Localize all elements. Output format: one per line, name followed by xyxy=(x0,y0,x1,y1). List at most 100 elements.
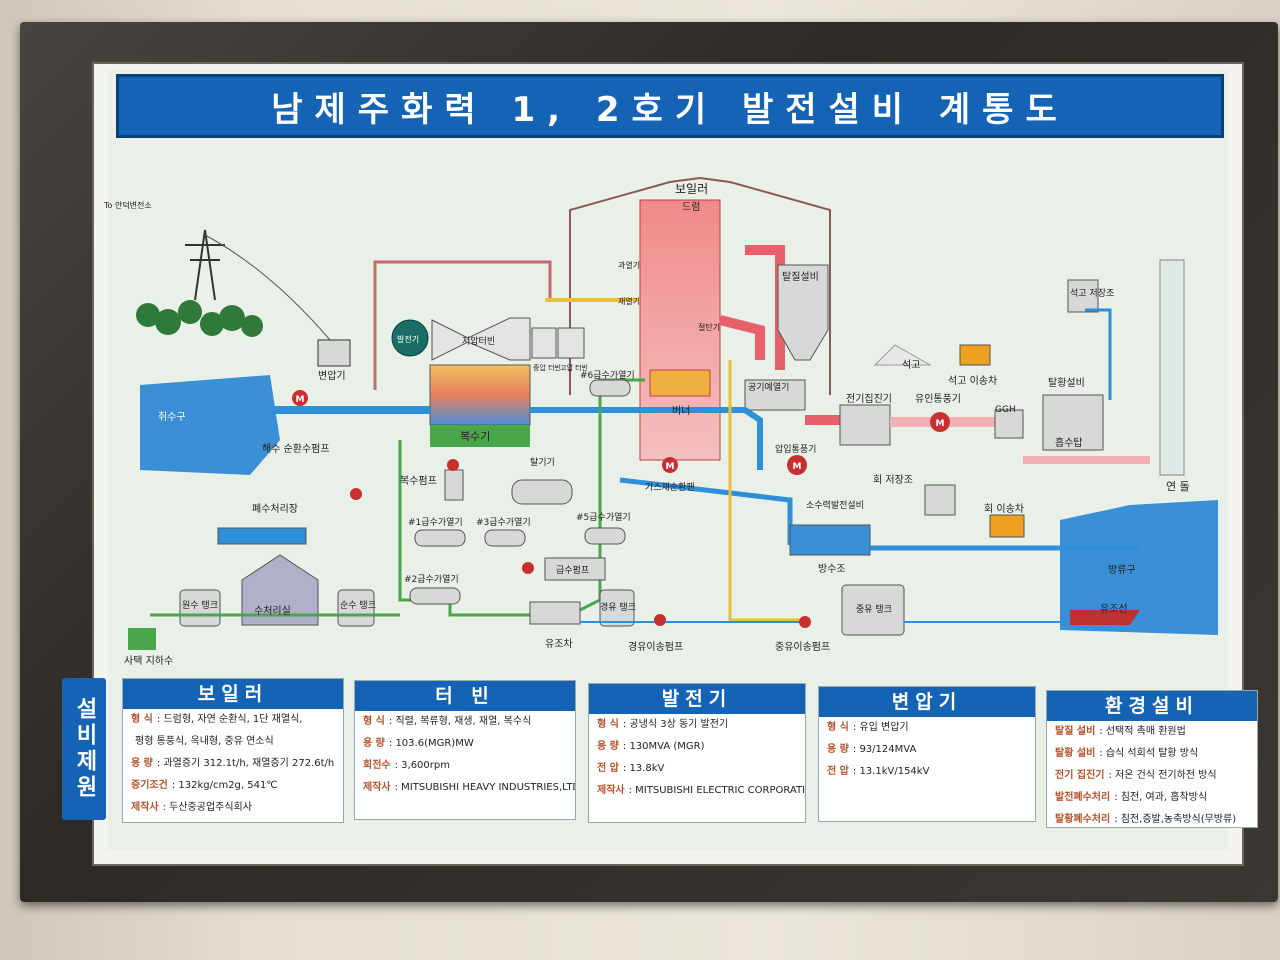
label-gas-recirc-fan: 가스재순환팬 xyxy=(645,481,695,493)
discharge-tank-icon xyxy=(789,524,871,556)
steam-line-upper xyxy=(373,260,552,390)
label-lp-turbine: 저압터빈 xyxy=(462,335,495,347)
id-fan-icon xyxy=(930,412,950,432)
transformer-icon xyxy=(317,339,351,367)
tanker-icon xyxy=(1070,610,1140,625)
heater3-icon xyxy=(484,529,526,547)
label-heater2: #2급수가열기 xyxy=(404,574,459,585)
spec-transformer: 변압기 형 식: 유입 변압기 용 량: 93/124MVA 전 압: 13.1… xyxy=(818,686,1036,822)
absorber-icon xyxy=(1042,394,1104,451)
spec-row: 용 량: 103.6(MGR)MW xyxy=(363,738,474,749)
gypsum-truck-icon xyxy=(959,344,991,366)
spec-side-label-text: 설비제원 xyxy=(72,697,97,801)
label-drum: 드럼 xyxy=(682,200,700,213)
spec-turbine-header: 터 빈 xyxy=(355,681,575,711)
air-preheater-icon xyxy=(744,379,806,411)
outlet-sea xyxy=(1060,500,1218,635)
label-gypsum-store: 석고 저장조 xyxy=(1070,288,1114,299)
water-treat-icon xyxy=(241,554,319,626)
label-esp: 전기집진기 xyxy=(846,393,892,405)
waste-water-icon xyxy=(217,527,307,545)
oil-truck-icon xyxy=(529,601,581,625)
label-heavy-oil-tank: 중유 탱크 xyxy=(856,604,892,615)
label-tanker: 유조선 xyxy=(1100,603,1128,615)
label-hp-turbine: 고압 터빈 xyxy=(560,363,588,372)
motor-icons xyxy=(292,390,811,628)
spec-row: 전 압: 13.8kV xyxy=(597,763,665,774)
label-raw-tank: 원수 탱크 xyxy=(182,600,218,611)
condensate-pump-icon xyxy=(444,469,464,501)
label-pure-tank: 순수 탱크 xyxy=(340,600,376,611)
label-desulf: 탈질설비 xyxy=(782,270,819,283)
motor-letters: M M M M xyxy=(296,395,945,472)
spec-row: 회전수: 3,600rpm xyxy=(363,760,450,771)
light-oil-tank-icon xyxy=(599,589,635,627)
trees xyxy=(136,300,263,337)
label-water-treat: 수처리실 xyxy=(254,605,291,617)
spec-row: 형 식: 공냉식 3상 동기 발전기 xyxy=(597,719,729,730)
label-discharge-tank: 방수조 xyxy=(818,563,846,575)
spec-row: 전기 집진기: 저온 건식 전기하전 방식 xyxy=(1055,770,1217,781)
label-to-substation: To 안덕변전소 xyxy=(103,200,152,210)
boiler-house xyxy=(569,176,831,395)
label-heater3: #3급수가열기 xyxy=(476,517,531,528)
groundwater-icon xyxy=(128,628,156,650)
spec-row: 탈황폐수처리: 침전,증발,농축방식(무방류) xyxy=(1055,814,1237,825)
condenser-icon xyxy=(429,364,531,426)
label-outlet: 방류구 xyxy=(1108,564,1136,576)
label-condenser: 복수기 xyxy=(460,430,490,443)
oil-line xyxy=(728,360,800,622)
spec-row: 제작사: MITSUBISHI ELECTRIC CORPORATION xyxy=(597,785,805,796)
label-id-fan: 유인통풍기 xyxy=(915,393,961,405)
spec-row: 발전폐수처리: 침전, 여과, 흡착방식 xyxy=(1055,792,1208,803)
label-ash-store: 회 저장조 xyxy=(873,474,913,486)
gypsum-pile xyxy=(873,344,932,366)
intake-sea xyxy=(140,375,280,475)
spec-row: 형 식: 드럼형, 자연 순환식, 1단 재열식, xyxy=(131,714,303,725)
spec-boiler-header: 보일러 xyxy=(123,679,343,709)
label-oil-truck: 유조차 xyxy=(545,638,573,650)
label-heavy-oil-pump: 중유이송펌프 xyxy=(775,641,830,653)
label-reheater: 재열기 xyxy=(618,297,640,306)
label-condensate-pump: 복수펌프 xyxy=(400,475,437,487)
label-heater5: #5급수가열기 xyxy=(576,512,631,523)
label-fd-fan: 압입통풍기 xyxy=(775,443,816,455)
label-stack: 연 돌 xyxy=(1166,480,1190,493)
condenser-hotwell xyxy=(430,425,530,447)
spec-env: 환경설비 탈질 설비: 선택적 촉매 환원법 탈황 설비: 습식 석회석 탈황 … xyxy=(1046,690,1258,828)
gypsum-line xyxy=(1085,308,1112,400)
boiler-furnace xyxy=(639,199,721,461)
spec-env-header: 환경설비 xyxy=(1047,691,1257,721)
spec-row: 전 압: 13.1kV/154kV xyxy=(827,766,930,777)
power-line xyxy=(204,234,331,341)
label-absorber: 흡수탑 xyxy=(1055,436,1083,449)
label-ip-turbine: 중압 터빈 xyxy=(533,363,561,372)
generator-icon xyxy=(391,319,429,357)
spec-row: 탈질 설비: 선택적 촉매 환원법 xyxy=(1055,726,1186,737)
ip-turbine-icon xyxy=(531,327,557,359)
ash-truck-icon xyxy=(989,514,1025,538)
spec-row: 형 식: 직렬, 복류형, 재생, 재열, 복수식 xyxy=(363,716,532,727)
label-ash-truck: 회 이송차 xyxy=(984,503,1024,515)
lp-turbine-icon xyxy=(431,317,531,361)
heavy-oil-tank-icon xyxy=(841,584,905,636)
heater1-icon xyxy=(414,529,466,547)
stack-icon xyxy=(1159,259,1185,476)
spec-side-label: 설비제원 xyxy=(62,678,106,820)
feed-line xyxy=(398,378,645,617)
spec-row: 평형 통풍식, 옥내형, 중유 연소식 xyxy=(135,736,274,747)
feed-pump-icon xyxy=(544,557,606,581)
label-heater1: #1급수가열기 xyxy=(408,517,463,528)
ggh-icon xyxy=(994,409,1024,439)
spec-boiler: 보일러 형 식: 드럼형, 자연 순환식, 1단 재열식, 평형 통풍식, 옥내… xyxy=(122,678,344,823)
label-burner: 버너 xyxy=(672,405,690,417)
spec-row: 용 량: 과열증기 312.1t/h, 재열증기 272.6t/h xyxy=(131,758,335,769)
label-boiler: 보일러 xyxy=(675,182,708,196)
spec-row: 형 식: 유입 변압기 xyxy=(827,722,909,733)
label-light-oil-pump: 경유이송펌프 xyxy=(628,640,683,653)
spec-row: 용 량: 130MVA (MGR) xyxy=(597,741,705,752)
spec-turbine: 터 빈 형 식: 직렬, 복류형, 재생, 재열, 복수식 용 량: 103.6… xyxy=(354,680,576,820)
spec-row: 제작사: MITSUBISHI HEAVY INDUSTRIES,LTD. xyxy=(363,782,575,793)
spec-row: 제작사: 두산중공업주식회사 xyxy=(131,802,252,813)
